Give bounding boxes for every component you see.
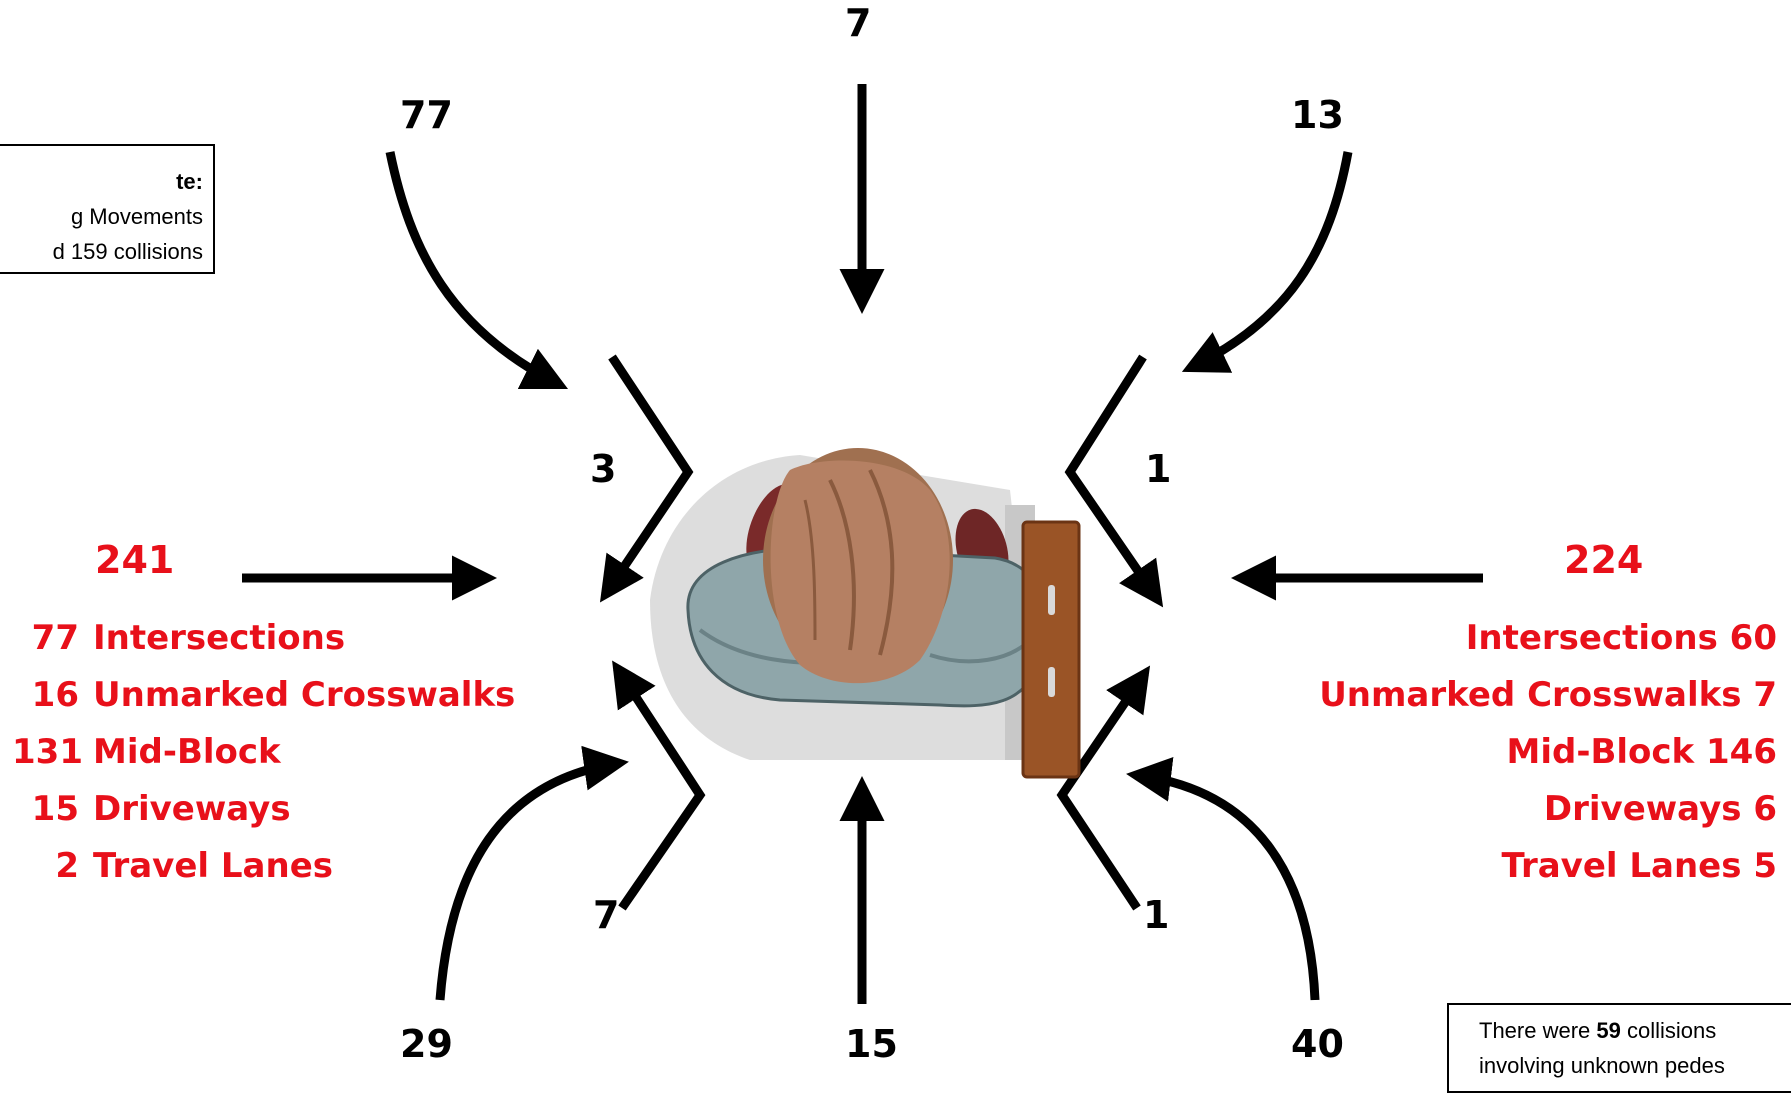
note-heading: te:	[0, 164, 203, 199]
list-item: Driveways 6	[1319, 781, 1777, 838]
list-item: Travel Lanes 5	[1319, 838, 1777, 895]
note-box-left: te: g Movements d 159 collisions	[0, 144, 215, 274]
label-top-right: 13	[1291, 96, 1344, 134]
label-inner-lower-left: 7	[593, 896, 619, 934]
label-inner-upper-left: 3	[590, 450, 616, 488]
right-breakdown-list: Intersections 60 Unmarked Crosswalks 7 M…	[1319, 610, 1777, 895]
note-line: g Movements	[0, 199, 203, 234]
label-inner-upper-right: 1	[1145, 450, 1171, 488]
label-top-left: 77	[400, 96, 453, 134]
label-top: 7	[845, 4, 871, 42]
right-total: 224	[1564, 541, 1643, 579]
label-inner-lower-right: 1	[1143, 896, 1169, 934]
label-bottom-right: 40	[1291, 1025, 1344, 1063]
list-item: Intersections 60	[1319, 610, 1777, 667]
note-line: involving unknown pedes	[1479, 1048, 1791, 1083]
label-bottom-left: 29	[400, 1025, 453, 1063]
label-bottom: 15	[845, 1025, 898, 1063]
note-line: There were 59 collisions	[1479, 1013, 1791, 1048]
note-line: d 159 collisions	[0, 234, 203, 269]
note-box-right: There were 59 collisions involving unkno…	[1447, 1003, 1791, 1093]
pedestrian-illustration	[0, 0, 1791, 1069]
left-total: 241	[95, 541, 174, 579]
list-item: Unmarked Crosswalks 7	[1319, 667, 1777, 724]
list-item: Mid-Block 146	[1319, 724, 1777, 781]
